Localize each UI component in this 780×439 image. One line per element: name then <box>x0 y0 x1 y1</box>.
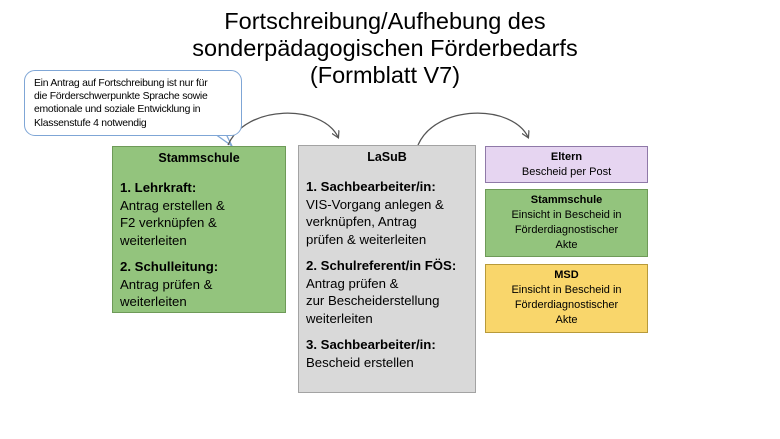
recipient-text: Akte <box>555 239 578 251</box>
step-title: 3. Sachbearbeiter/in: <box>306 337 436 352</box>
title-line-3: (Formblatt V7) <box>309 62 461 88</box>
lasub-heading: LaSuB <box>367 150 407 164</box>
step-title: 1. Lehrkraft: <box>120 180 197 195</box>
step-text: prüfen & weiterleiten <box>306 231 427 247</box>
title-line-2: sonderpädagogischen Förderbedarfs <box>192 35 578 61</box>
msd-heading: MSD <box>554 269 579 281</box>
eltern-text: Bescheid per Post <box>521 166 612 178</box>
page-title: Fortschreibung/Aufhebung des sonderpädag… <box>150 8 620 89</box>
stammschule-recipient-box: Stammschule Einsicht in Bescheid in Förd… <box>485 189 648 257</box>
step-title: 2. Schulreferent/in FÖS: <box>306 258 457 273</box>
step-text: weiterleiten <box>120 232 187 248</box>
stammschule-box: Stammschule 1. Lehrkraft: Antrag erstell… <box>112 146 286 313</box>
recipient-text: Einsicht in Bescheid in <box>511 284 622 296</box>
stammschule-step-1: 1. Lehrkraft: Antrag erstellen & F2 verk… <box>113 179 285 249</box>
lasub-step-1: 1. Sachbearbeiter/in: VIS-Vorgang anlege… <box>299 178 475 248</box>
step-text: F2 verknüpfen & <box>120 215 217 230</box>
step-text: weiterleiten <box>306 310 373 326</box>
step-text: weiterleiten <box>120 294 187 309</box>
lasub-box: LaSuB 1. Sachbearbeiter/in: VIS-Vorgang … <box>298 145 476 393</box>
eltern-heading: Eltern <box>550 151 583 163</box>
stammschule-recipient-heading: Stammschule <box>530 194 603 206</box>
callout-line-2: die Förderschwerpunkte Sprache sowie <box>34 91 208 103</box>
step-text: zur Bescheiderstellung <box>306 293 440 308</box>
step-text: Antrag prüfen & <box>306 275 399 291</box>
arrow-lasub-to-recipients <box>417 112 528 146</box>
step-text: VIS-Vorgang anlegen & <box>306 196 444 212</box>
step-text: Antrag prüfen & <box>120 276 213 292</box>
step-title: 1. Sachbearbeiter/in: <box>306 179 436 194</box>
recipient-text: Förderdiagnostischer <box>514 224 619 236</box>
recipient-text: Akte <box>555 314 578 326</box>
step-title: 2. Schulleitung: <box>120 259 219 274</box>
callout-line-4: Klassenstufe 4 notwendig <box>34 117 147 129</box>
stammschule-step-2: 2. Schulleitung: Antrag prüfen & weiterl… <box>113 258 285 311</box>
callout-line-3: emotionale und soziale Entwicklung in <box>34 104 201 116</box>
lasub-step-2: 2. Schulreferent/in FÖS: Antrag prüfen &… <box>299 257 475 327</box>
eltern-box: Eltern Bescheid per Post <box>485 146 648 183</box>
step-text: Antrag erstellen & <box>120 197 225 213</box>
step-text: verknüpfen, Antrag <box>306 214 417 229</box>
step-text: Bescheid erstellen <box>306 354 414 370</box>
recipient-text: Förderdiagnostischer <box>514 299 619 311</box>
lasub-step-3: 3. Sachbearbeiter/in: Bescheid erstellen <box>299 336 475 371</box>
msd-box: MSD Einsicht in Bescheid in Förderdiagno… <box>485 264 648 333</box>
arrow-stammschule-to-lasub <box>227 112 338 146</box>
callout-line-1: Ein Antrag auf Fortschreibung ist nur fü… <box>34 78 208 89</box>
callout-note: Ein Antrag auf Fortschreibung ist nur fü… <box>24 70 242 136</box>
recipient-text: Einsicht in Bescheid in <box>511 209 622 221</box>
title-line-1: Fortschreibung/Aufhebung des <box>224 8 546 34</box>
stammschule-heading: Stammschule <box>158 151 240 165</box>
